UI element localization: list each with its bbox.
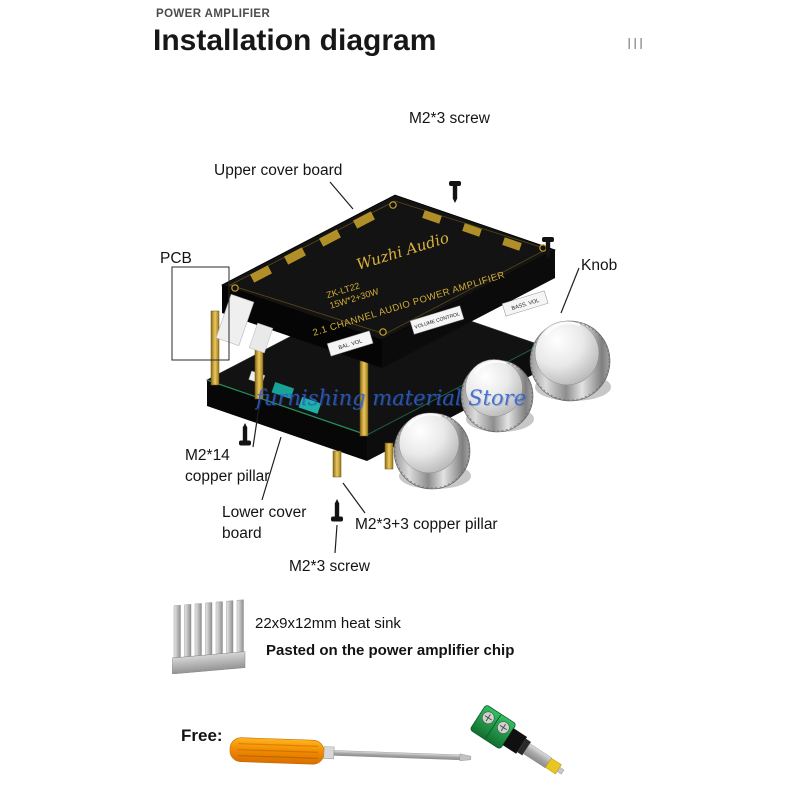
free-accessories-illustration	[229, 705, 565, 775]
mounting-holes	[231, 201, 547, 336]
label-pcb: PCB	[160, 250, 192, 267]
screw-icon	[239, 423, 251, 446]
heat-sink-illustration	[172, 599, 246, 674]
label-line: Lower cover	[222, 504, 307, 521]
knob-front	[393, 412, 471, 490]
callout-lines	[252, 181, 580, 554]
page-title: Installation diagram	[153, 24, 437, 57]
label-line: copper pillar	[185, 468, 270, 485]
amplifier-board-illustration: Wuzhi Audio ZK-LT22 15W*2+30W 2.1 CHANNE…	[171, 181, 611, 554]
dc-plug-illustration	[470, 705, 565, 775]
page-indicator: III	[627, 36, 645, 53]
kicker-text: POWER AMPLIFIER	[156, 8, 271, 20]
knobs	[393, 320, 611, 490]
screwdriver-illustration	[229, 737, 472, 765]
connector-teal	[298, 397, 322, 414]
panel-label-boxes: BAL. VOL VOLUME CONTROL BASS. VOL	[326, 290, 549, 357]
copper-pillars-m2x3	[332, 442, 394, 478]
label-knob: Knob	[581, 257, 618, 274]
upper-cover-board: Wuzhi Audio ZK-LT22 15W*2+30W 2.1 CHANNE…	[215, 194, 557, 368]
free-label: Free:	[181, 726, 223, 745]
label-screw-bottom: M2*3 screw	[289, 558, 370, 575]
gold-terminal-pads	[250, 210, 522, 283]
screw-icon	[449, 181, 461, 203]
connector-teal	[271, 382, 295, 399]
label-upper-cover: Upper cover board	[214, 162, 343, 179]
heatsink-note-text: Pasted on the power amplifier chip	[266, 642, 515, 659]
knob-right	[529, 320, 611, 402]
label-screw-top: M2*3 screw	[409, 110, 490, 127]
connector-white-xh	[215, 293, 255, 347]
knob-middle	[460, 359, 534, 433]
screw-icon	[331, 499, 343, 522]
label-lower-cover: Lower cover board	[222, 502, 306, 544]
label-copper-pillar-m2x14: M2*14 copper pillar	[185, 445, 269, 487]
connector-white-small	[248, 322, 274, 354]
heatsink-size-text: 22x9x12mm heat sink	[255, 615, 401, 632]
label-copper-pillar-m2x3: M2*3+3 copper pillar	[355, 516, 498, 533]
label-line: M2*14	[185, 447, 230, 464]
label-line: board	[222, 525, 262, 542]
pcb-callout-box	[171, 266, 230, 361]
store-watermark: furnishing material Store	[256, 386, 527, 410]
